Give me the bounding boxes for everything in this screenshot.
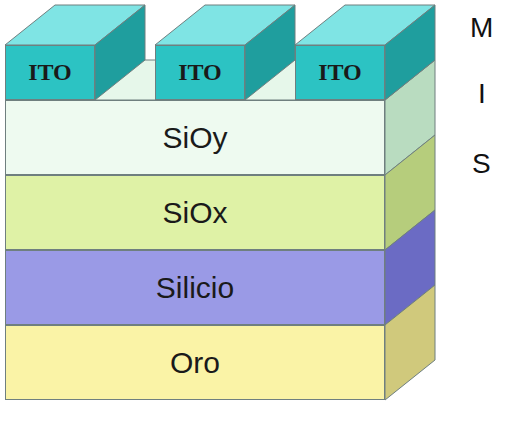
layer-label: ITO bbox=[318, 59, 362, 86]
layer-label: Silicio bbox=[156, 271, 234, 305]
structure-letter: M bbox=[470, 12, 493, 44]
ito-side-face bbox=[385, 5, 435, 100]
gold-layer: Oro bbox=[5, 325, 385, 400]
structure-letter: I bbox=[478, 78, 486, 110]
oxide-layer: SiOx bbox=[5, 175, 385, 250]
structure-letter: S bbox=[472, 148, 491, 180]
layer-label: SiOx bbox=[162, 196, 227, 230]
layer-label: ITO bbox=[28, 59, 72, 86]
layer-label: SiOy bbox=[162, 121, 227, 155]
silicon-layer: Silicio bbox=[5, 250, 385, 325]
ito-electrode: ITO bbox=[5, 45, 95, 100]
ito-side-face bbox=[245, 5, 295, 100]
ito-side-face bbox=[95, 5, 145, 100]
layer-label: Oro bbox=[170, 346, 220, 380]
oxide-layer: SiOy bbox=[5, 100, 385, 175]
layer-label: ITO bbox=[178, 59, 222, 86]
gold-side-face bbox=[385, 285, 435, 400]
ito-electrode: ITO bbox=[295, 45, 385, 100]
ito-electrode: ITO bbox=[155, 45, 245, 100]
